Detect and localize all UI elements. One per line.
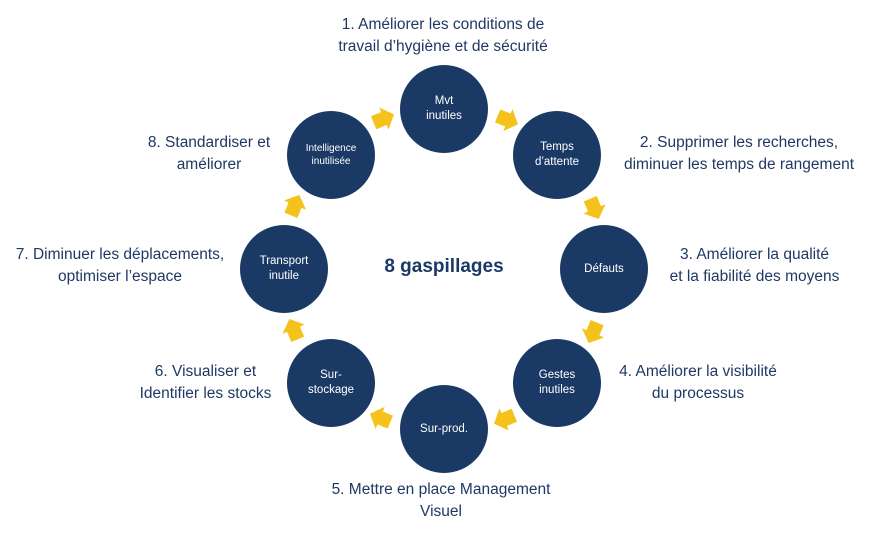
label-6: 6. Visualiser et Identifier les stocks: [139, 363, 272, 402]
node-transport-inutile: Transport inutile: [240, 225, 328, 313]
node-mvt-inutiles: Mvt inutiles: [400, 65, 488, 153]
node-temps-attente: Temps d’attente: [513, 111, 601, 199]
node-gestes-inutiles: Gestes inutiles: [513, 339, 601, 427]
arrow-3-to-4: [581, 320, 605, 344]
node-label: Défauts: [584, 262, 624, 275]
label-2: 2. Supprimer les recherches, diminuer le…: [623, 134, 855, 173]
node-sur-stockage: Sur- stockage: [287, 339, 375, 427]
arrow-2-to-3: [583, 196, 606, 220]
node-sur-prod: Sur-prod.: [400, 385, 488, 473]
node-label: Sur- stockage: [307, 369, 355, 396]
label-4: 4. Améliorer la visibilité du processus: [619, 363, 777, 402]
node-label: Mvt inutiles: [426, 95, 462, 122]
node-intelligence-inutilisee: Intelligence inutilisée: [287, 111, 375, 199]
arrow-6-to-7: [282, 318, 305, 342]
label-3: 3. Améliorer la qualité et la fiabilité …: [669, 246, 840, 285]
arrow-4-to-5: [493, 408, 517, 431]
node-label: Gestes inutiles: [538, 369, 576, 396]
label-8: 8. Standardiser et améliorer: [147, 134, 271, 173]
node-defauts: Défauts: [560, 225, 648, 313]
node-label: Transport inutile: [259, 255, 309, 282]
arrow-5-to-6: [369, 406, 393, 430]
arrow-8-to-1: [371, 107, 395, 130]
node-label: Temps d’attente: [534, 141, 580, 168]
center-title: 8 gaspillages: [384, 256, 504, 277]
arrow-1-to-2: [495, 108, 519, 132]
label-1: 1. Améliorer les conditions de travail d…: [338, 16, 548, 55]
node-label: Sur-prod.: [420, 422, 468, 435]
arrow-7-to-8: [283, 194, 307, 218]
label-7: 7. Diminuer les déplacements, optimiser …: [15, 246, 225, 285]
label-5: 5. Mettre en place Management Visuel: [331, 481, 551, 520]
node-label: Intelligence inutilisée: [305, 143, 357, 167]
